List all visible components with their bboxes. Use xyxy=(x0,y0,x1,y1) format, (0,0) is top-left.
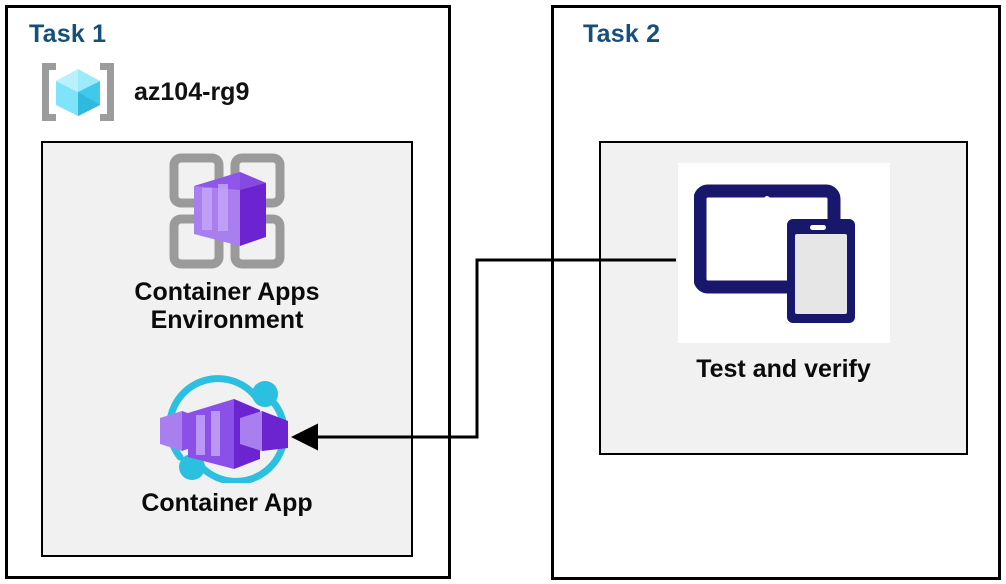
container-app-icon xyxy=(152,375,302,485)
container-app-label: Container App xyxy=(141,489,313,517)
azure-resource-group-icon xyxy=(36,61,120,123)
container-apps-environment-icon xyxy=(166,150,288,272)
test-and-verify-block: Test and verify xyxy=(599,163,968,383)
container-apps-environment-block: Container Apps Environment xyxy=(41,150,413,334)
container-apps-environment-label: Container Apps Environment xyxy=(134,278,320,334)
test-and-verify-label: Test and verify xyxy=(696,355,871,383)
test-and-verify-devices-icon xyxy=(693,177,874,329)
task-1-title: Task 1 xyxy=(29,20,107,48)
container-app-block: Container App xyxy=(41,375,413,517)
test-and-verify-icon-plate xyxy=(677,163,890,343)
resource-group-row: az104-rg9 xyxy=(36,61,249,123)
resource-group-label: az104-rg9 xyxy=(134,77,250,106)
task-2-title: Task 2 xyxy=(583,20,661,48)
